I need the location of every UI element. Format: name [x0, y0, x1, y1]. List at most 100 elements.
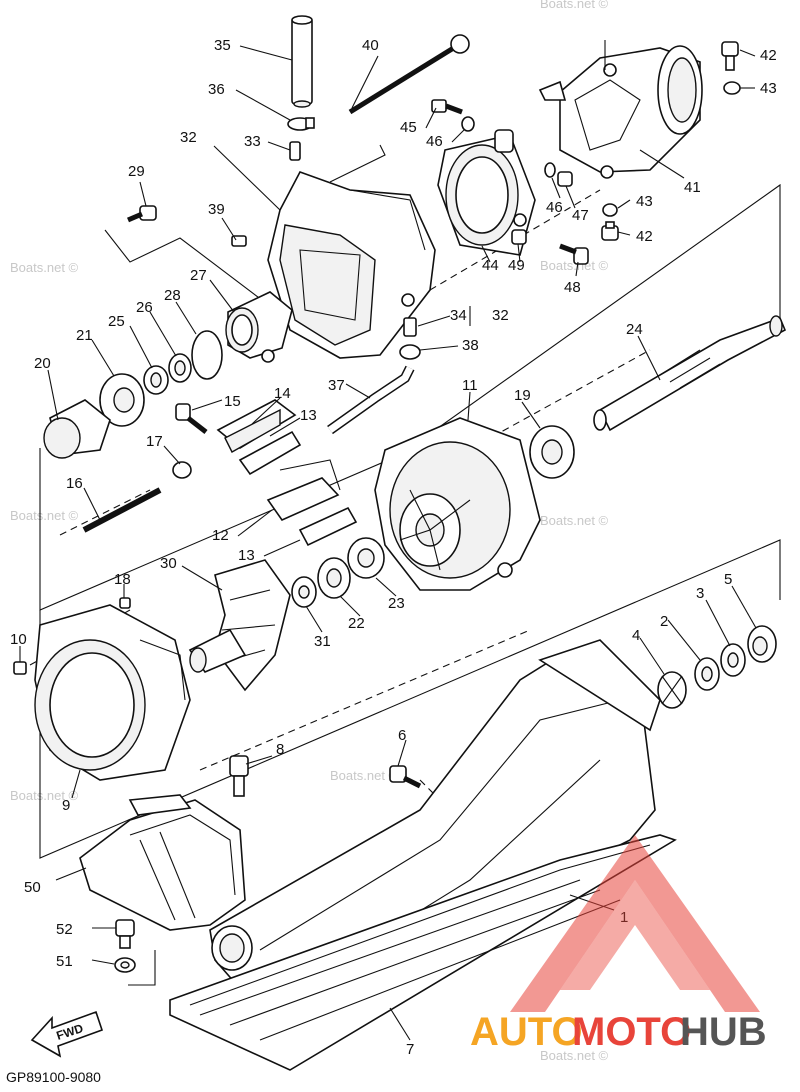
watermark: Boats.net © [10, 260, 79, 275]
part-34-pin[interactable] [403, 317, 417, 337]
automotohub-logo: AUTO MOTO HUB [470, 835, 767, 1054]
part-42-bolt[interactable] [721, 41, 739, 71]
callout-47: 47 [572, 207, 589, 224]
part-28-oring[interactable] [191, 330, 223, 380]
callout-36: 36 [208, 81, 225, 98]
part-38-clamp[interactable] [399, 344, 421, 360]
callout-21: 21 [76, 327, 93, 344]
part-26-collar[interactable] [168, 353, 192, 383]
part-32-housing[interactable] [267, 171, 436, 359]
callout-44: 44 [482, 257, 499, 274]
part-13-gasket[interactable] [298, 506, 358, 547]
part-14-plate[interactable] [216, 399, 297, 453]
callout-18: 18 [114, 571, 131, 588]
callout-16: 16 [66, 475, 83, 492]
part-6-bolt[interactable] [389, 765, 422, 789]
callout-22: 22 [348, 615, 365, 632]
part-48-bolt[interactable] [559, 243, 589, 265]
part-24-shaft[interactable] [593, 315, 787, 432]
part-50-cover[interactable] [79, 794, 246, 931]
part-52-bolt[interactable] [115, 919, 135, 949]
callout-4: 4 [632, 627, 640, 644]
callout-26: 26 [136, 299, 153, 316]
callout-17: 17 [146, 433, 163, 450]
callout-51: 51 [56, 953, 73, 970]
part-37-hose[interactable] [327, 365, 415, 435]
part-45-bolt[interactable] [431, 99, 463, 115]
callout-46: 46 [426, 133, 443, 150]
part-17-clip[interactable] [172, 461, 192, 479]
part-31-washer[interactable] [291, 576, 317, 608]
part-30-impeller[interactable] [188, 559, 291, 692]
part-46-washer[interactable] [461, 116, 475, 132]
part-22-ring[interactable] [317, 557, 351, 599]
guide-line [104, 229, 276, 311]
callout-20: 20 [34, 355, 51, 372]
part-19-bearing[interactable] [529, 425, 575, 479]
part-33-pin[interactable] [289, 141, 301, 161]
callout-31: 31 [314, 633, 331, 650]
watermark: Boats.net © [540, 513, 609, 528]
part-51-washer[interactable] [114, 957, 136, 973]
part-46-washer[interactable] [544, 162, 556, 178]
part-9-housing[interactable] [34, 604, 191, 781]
part-5-cap[interactable] [747, 625, 777, 663]
callout-45: 45 [400, 119, 417, 136]
callout-52: 52 [56, 921, 73, 938]
part-15-bolt[interactable] [175, 403, 208, 434]
part-44-ring[interactable] [437, 129, 536, 256]
part-11-impeller-housing[interactable] [374, 417, 541, 591]
callout-2: 2 [660, 613, 668, 630]
part-20-cap[interactable] [43, 399, 111, 459]
part-47-nut[interactable] [557, 171, 573, 187]
callout-6: 6 [398, 727, 406, 744]
callout-43: 43 [636, 193, 653, 210]
guide-line [329, 144, 386, 183]
callout-34: 34 [450, 307, 467, 324]
callout-48: 48 [564, 279, 581, 296]
part-7-grate[interactable] [169, 834, 677, 1071]
callout-11: 11 [462, 377, 478, 394]
callout-14: 14 [274, 385, 291, 402]
part-43-washer[interactable] [723, 81, 741, 95]
callout-25: 25 [108, 313, 125, 330]
callout-23: 23 [388, 595, 405, 612]
part-8-bolt[interactable] [229, 755, 249, 797]
part-42-bolt[interactable] [601, 221, 619, 241]
brand-moto: MOTO [572, 1010, 691, 1054]
callout-8: 8 [276, 741, 284, 758]
part-27-elbow[interactable] [225, 291, 293, 363]
callout-39: 39 [208, 201, 225, 218]
part-21-bearing[interactable] [99, 373, 145, 427]
part-12-plate[interactable] [266, 459, 341, 521]
watermark: Boats.net © [540, 1048, 609, 1063]
part-16-pin[interactable] [82, 487, 162, 533]
leader-lines [19, 40, 757, 1041]
part-36-clamp[interactable] [287, 117, 315, 131]
callout-24: 24 [626, 321, 643, 338]
watermark: Boats.net © [330, 768, 399, 783]
callout-28: 28 [164, 287, 181, 304]
callout-40: 40 [362, 37, 379, 54]
part-41-nozzle[interactable] [538, 45, 703, 179]
part-18-pin[interactable] [119, 597, 131, 609]
part-23-bearing[interactable] [347, 537, 385, 579]
part-2-ring[interactable] [694, 657, 720, 691]
callout-50: 50 [24, 879, 41, 896]
callout-13: 13 [300, 407, 317, 424]
part-10-pin[interactable] [13, 661, 27, 675]
part-35-tube[interactable] [291, 15, 313, 108]
part-29-bolt[interactable] [127, 205, 157, 223]
part-43-washer[interactable] [602, 203, 618, 217]
part-3-ring[interactable] [720, 643, 746, 677]
part-49-bushing[interactable] [511, 229, 527, 245]
part-25-ring[interactable] [143, 365, 169, 395]
part-code: GP89100-9080 [6, 1069, 101, 1085]
part-13-gasket[interactable] [238, 430, 302, 476]
guide-line [128, 950, 156, 986]
part-4-gear[interactable] [657, 671, 687, 709]
callout-46: 46 [546, 199, 563, 216]
callout-10: 10 [10, 631, 27, 648]
part-40-rod[interactable] [348, 34, 470, 115]
